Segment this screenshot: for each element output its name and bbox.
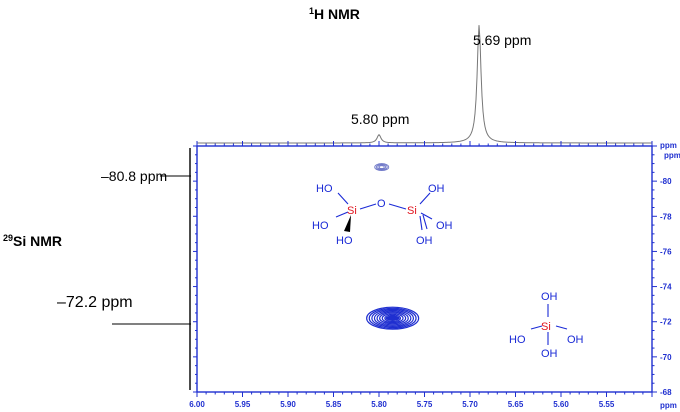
x-tick-label: 5.65	[508, 400, 524, 409]
cross-peak-large	[366, 306, 420, 330]
disilicic-acid-structure: HO HO HO Si O Si OH OH OH	[312, 183, 453, 247]
y-axis-unit: ppm	[664, 151, 680, 160]
si-peak-label-72-2: –72.2 ppm	[57, 294, 133, 311]
dimer-oh-4: OH	[428, 183, 445, 195]
y-tick-label: -78	[660, 212, 672, 221]
orthosilicic-acid-structure: OH Si HO OH OH	[509, 291, 584, 360]
x-axis-unit: ppm	[660, 401, 677, 410]
h-nmr-projection-trace	[197, 25, 652, 144]
mono-oh-left: HO	[509, 334, 526, 346]
dimer-oh-2: HO	[312, 220, 329, 232]
x-tick-label: 5.95	[235, 400, 251, 409]
dimer-oh-1: HO	[316, 183, 333, 195]
dimer-bridge-oxygen: O	[377, 198, 386, 210]
h-peak-label-5-69: 5.69 ppm	[473, 32, 531, 48]
x-tick-label: 5.55	[599, 400, 615, 409]
mono-oh-bottom: OH	[541, 348, 558, 360]
dimer-si-1: Si	[347, 205, 357, 217]
x-tick-label: 5.80	[371, 400, 387, 409]
y-tick-label: -68	[660, 388, 672, 397]
h-nmr-title: 1H NMR	[309, 6, 360, 22]
plot-frame	[196, 145, 653, 393]
mono-si: Si	[541, 321, 551, 333]
dimer-oh-5: OH	[436, 220, 453, 232]
y-tick-label: -80	[660, 177, 672, 186]
y-tick-label: -70	[660, 353, 672, 362]
si-peak-label-80-8: –80.8 ppm	[101, 168, 167, 184]
si-nmr-title: 29Si NMR	[3, 233, 62, 249]
y-axis: -80 -78 -76 -74 -72 -70 -68	[193, 145, 672, 397]
dimer-oh-6: OH	[416, 235, 433, 247]
x-tick-label: 5.90	[280, 400, 296, 409]
y-tick-label: -72	[660, 318, 672, 327]
mono-oh-top: OH	[541, 291, 558, 303]
cross-peak-small	[374, 163, 390, 172]
x-axis-unit-top: ppm	[660, 141, 677, 150]
y-tick-label: -74	[660, 283, 672, 292]
dimer-oh-3: HO	[336, 235, 353, 247]
x-tick-label: 5.75	[417, 400, 433, 409]
x-tick-label: 5.60	[553, 400, 569, 409]
dimer-si-2: Si	[407, 205, 417, 217]
x-tick-label: 5.85	[326, 400, 342, 409]
x-tick-label: 6.00	[189, 400, 205, 409]
mono-oh-right: OH	[567, 334, 584, 346]
cross-peak-contours	[366, 163, 420, 330]
h-peak-label-5-80: 5.80 ppm	[351, 111, 409, 127]
x-tick-label: 5.70	[462, 400, 478, 409]
y-tick-label: -76	[660, 247, 672, 256]
x-axis: 6.00 5.95 5.90 5.85 5.80 5.75 5.70 5.65 5.60 5.55	[189, 141, 653, 409]
